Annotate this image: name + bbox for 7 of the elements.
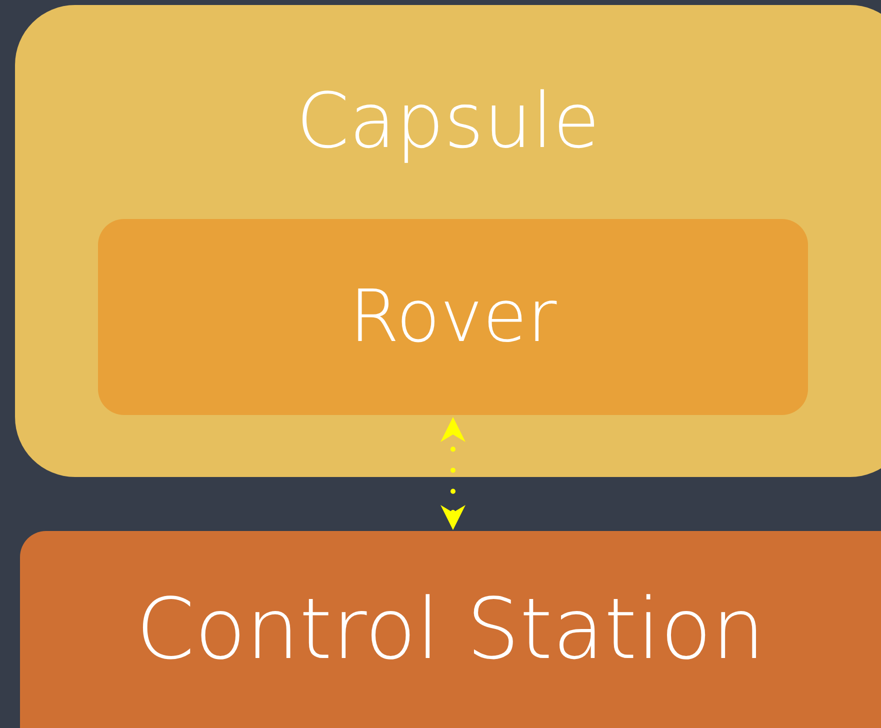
dotted-arrow: [440, 414, 466, 532]
node-label: Capsule: [296, 76, 600, 165]
process-box: [98, 219, 808, 415]
container-box: [15, 5, 881, 477]
process-box: [20, 531, 881, 728]
node-label: Control Station: [136, 580, 765, 678]
node-label: Rover: [349, 274, 557, 358]
